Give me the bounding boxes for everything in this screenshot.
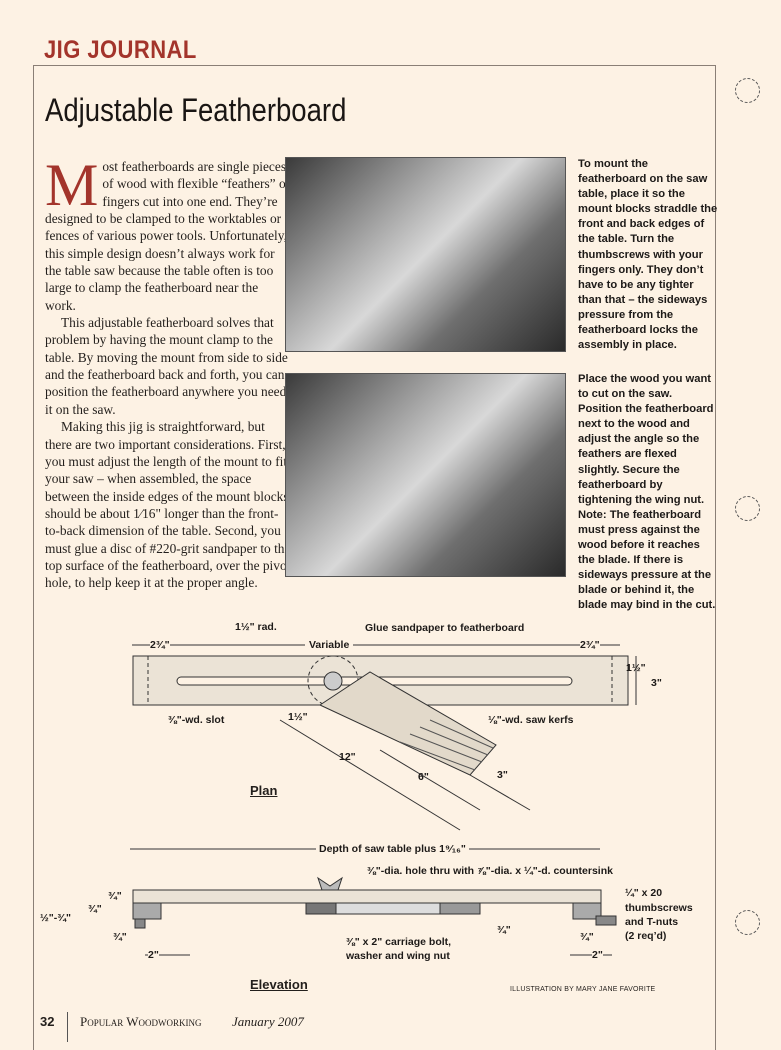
dimension-label: 6" <box>418 771 429 783</box>
dimension-label: thumbscrews <box>625 902 693 914</box>
paragraph: This adjustable featherboard solves that… <box>45 315 288 417</box>
dimension-label: ¾" <box>580 931 594 943</box>
dimension-label: 3" <box>497 769 508 781</box>
frame-divider <box>33 65 34 1050</box>
photo-positioning-featherboard <box>285 373 566 577</box>
binder-hole-icon <box>735 496 760 521</box>
paragraph: Making this jig is straightforward, but … <box>45 419 291 591</box>
dimension-label: 2¾" <box>150 639 170 651</box>
dimension-label: 1½" rad. <box>235 621 277 633</box>
plan-heading: Plan <box>250 783 278 798</box>
dimension-label: ¾" <box>88 903 102 915</box>
paragraph-text: ost featherboards are single pieces of w… <box>45 159 291 313</box>
dimension-label: washer and wing nut <box>346 950 450 962</box>
illustration-credit: ILLUSTRATION BY MARY JANE FAVORITE <box>510 986 656 993</box>
dimension-label: ⅜"-dia. hole thru with ⅞"-dia. x ¼"-d. c… <box>367 865 613 877</box>
frame-divider <box>715 65 716 1050</box>
dimension-label: 2" <box>148 949 159 961</box>
dimension-label: 1½" <box>288 711 308 723</box>
page-number: 32 <box>40 1014 55 1029</box>
section-kicker: JIG JOURNAL <box>44 36 197 64</box>
dimension-label: 1½" <box>626 662 646 674</box>
dimension-label: ⅜"-wd. slot <box>168 714 225 726</box>
dimension-label: Variable <box>305 639 354 651</box>
elevation-heading: Elevation <box>250 977 308 992</box>
dimension-label: 2¾" <box>580 639 600 651</box>
drop-cap: M <box>45 152 99 218</box>
photo-mounting-featherboard <box>285 157 566 352</box>
dimension-label: ¾" <box>113 931 127 943</box>
dimension-label: 2" <box>592 949 603 961</box>
dimension-label: ¼" x 20 <box>625 887 663 899</box>
binder-hole-icon <box>735 910 760 935</box>
photo-caption: Place the wood you want to cut on the sa… <box>578 373 716 612</box>
dimension-label: Glue sandpaper to featherboard <box>365 622 525 634</box>
dimension-label: (2 req’d) <box>625 930 667 942</box>
frame-divider <box>33 65 716 66</box>
dimension-label: Depth of saw table plus 1⁹⁄₁₆" <box>316 843 469 855</box>
article-title: Adjustable Featherboard <box>45 92 347 128</box>
dimension-label: 3" <box>651 677 662 689</box>
dimension-label: 12" <box>339 751 356 763</box>
publication-name: Popular Woodworking <box>80 1014 202 1029</box>
dimension-label: ¾" <box>497 924 511 936</box>
dimension-label: ¾" <box>108 890 122 902</box>
dimension-label: ⅛"-wd. saw kerfs <box>488 714 574 726</box>
dimension-label: and T-nuts <box>625 916 679 928</box>
dimension-label: ⅜" x 2" carriage bolt, <box>346 936 452 948</box>
footer-divider <box>67 1012 68 1042</box>
binder-hole-icon <box>735 78 760 103</box>
photo-caption: To mount the featherboard on the saw tab… <box>578 158 718 352</box>
issue-date: January 2007 <box>232 1014 304 1029</box>
dimension-label: ½"-¾" <box>40 912 71 924</box>
